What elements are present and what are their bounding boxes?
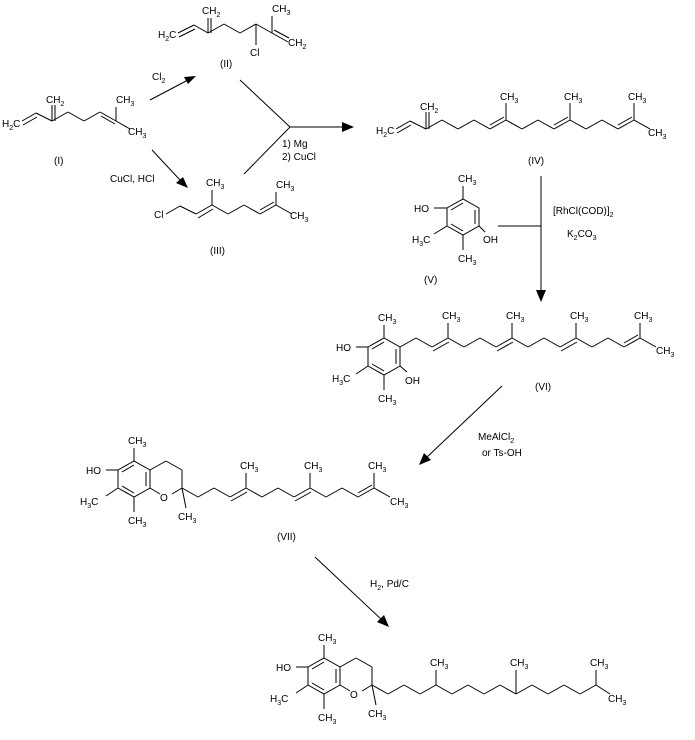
atom-ch3: CH3 <box>128 127 146 140</box>
atom-ch3: CH3 <box>272 4 290 17</box>
atom-ch3: CH3 <box>378 313 396 326</box>
atom-o: O <box>350 690 358 701</box>
atom-h3c: H3C <box>412 235 430 248</box>
condition-mealcl2: MeAlCl2 <box>478 432 514 445</box>
atom-h2c: H2C <box>376 126 394 139</box>
atom-ch3: CH3 <box>276 180 294 193</box>
atom-ch3: CH3 <box>378 394 396 407</box>
arrow-I-to-III: CuCl, HCl <box>110 149 188 188</box>
atom-ch3: CH3 <box>178 512 196 525</box>
atom-h3c: H3C <box>80 497 98 510</box>
arrow-to-VI: [RhCl(COD)]2 K2CO3 <box>498 176 614 302</box>
label-VII: (VII) <box>277 532 296 543</box>
atom-ch3: CH3 <box>128 516 146 529</box>
atom-ch3: CH3 <box>390 497 408 510</box>
atom-ch3: CH3 <box>506 311 524 324</box>
atom-ch3: CH3 <box>570 311 588 324</box>
atom-ch3: CH3 <box>240 461 258 474</box>
atom-ch2: CH2 <box>288 38 306 51</box>
atom-ch3: CH3 <box>648 128 666 141</box>
atom-h2c: H2C <box>2 119 20 132</box>
compound-II: H2C CH2 Cl CH3 CH2 (II) <box>158 4 306 70</box>
condition-cucl-hcl: CuCl, HCl <box>110 174 154 185</box>
atom-ch3: CH3 <box>458 254 476 267</box>
compound-IV: H2C CH2 CH3 CH3 CH3 CH3 (IV) <box>376 92 666 167</box>
atom-ho: HO <box>336 343 351 354</box>
atom-ch3: CH3 <box>634 311 652 324</box>
arrow-to-VII: MeAlCl2 or Ts-OH <box>419 385 522 465</box>
atom-ch3: CH3 <box>304 461 322 474</box>
atom-ch3: CH3 <box>430 658 448 671</box>
condition-cucl: 2) CuCl <box>282 152 316 163</box>
atom-ch3: CH3 <box>628 92 646 105</box>
compound-I: H2C CH2 CH3 CH3 (I) <box>2 95 146 167</box>
condition-tsoh: or Ts-OH <box>482 448 522 459</box>
atom-ch2: CH2 <box>46 95 64 108</box>
atom-ch2: CH2 <box>420 102 438 115</box>
atom-ch3: CH3 <box>368 461 386 474</box>
atom-ch3: CH3 <box>608 694 626 707</box>
atom-ch3: CH3 <box>442 311 460 324</box>
label-III: (III) <box>210 246 225 257</box>
atom-oh: OH <box>483 235 498 246</box>
arrow-to-IV: 1) Mg 2) CuCl <box>239 79 354 175</box>
label-IV: (IV) <box>528 156 544 167</box>
compound-VII: O HO CH3 H3C CH3 CH3 CH3 CH3 CH3 CH3 <box>80 436 408 543</box>
atom-o: O <box>160 493 168 504</box>
atom-ch3: CH3 <box>368 709 386 722</box>
compound-tocopherol: O HO CH3 H3C CH3 CH3 CH3 CH3 CH3 CH3 <box>270 633 626 726</box>
atom-ch3: CH3 <box>500 92 518 105</box>
condition-cl2: Cl2 <box>152 72 165 85</box>
atom-ch3: CH3 <box>206 178 224 191</box>
atom-oh: OH <box>405 376 420 387</box>
atom-ch3: CH3 <box>590 658 608 671</box>
atom-ch3: CH3 <box>318 713 336 726</box>
atom-h2c: H2C <box>158 30 176 43</box>
atom-ho: HO <box>414 204 429 215</box>
atom-ho: HO <box>86 466 101 477</box>
condition-mg: 1) Mg <box>282 139 308 150</box>
atom-ch3: CH3 <box>510 658 528 671</box>
arrow-I-to-II: Cl2 <box>149 72 196 101</box>
atom-h3c: H3C <box>332 374 350 387</box>
condition-k2co3: K2CO3 <box>567 229 597 242</box>
condition-rh: [RhCl(COD)]2 <box>553 206 614 219</box>
atom-ch2: CH2 <box>202 6 220 19</box>
compound-VI: HO CH3 H3C CH3 OH CH3 CH3 CH3 <box>332 311 674 407</box>
label-V: (V) <box>424 275 437 286</box>
atom-cl: Cl <box>250 48 259 59</box>
atom-h3c: H3C <box>270 694 288 707</box>
label-I: (I) <box>54 156 63 167</box>
atom-ho: HO <box>276 663 291 674</box>
atom-ch3: CH3 <box>458 174 476 187</box>
atom-cl: Cl <box>154 210 163 221</box>
condition-h2-pdc: H2, Pd/C <box>370 579 409 592</box>
atom-ch3: CH3 <box>128 436 146 449</box>
label-VI: (VI) <box>535 382 551 393</box>
compound-V: CH3 HO OH H3C CH3 (V) <box>412 174 498 286</box>
atom-ch3: CH3 <box>318 633 336 646</box>
atom-ch3: CH3 <box>116 95 134 108</box>
atom-ch3: CH3 <box>290 211 308 224</box>
label-II: (II) <box>220 59 232 70</box>
arrow-to-product: H2, Pd/C <box>314 556 409 627</box>
atom-ch3: CH3 <box>564 92 582 105</box>
atom-ch3: CH3 <box>656 346 674 359</box>
compound-III: Cl CH3 CH3 CH3 (III) <box>154 178 308 257</box>
